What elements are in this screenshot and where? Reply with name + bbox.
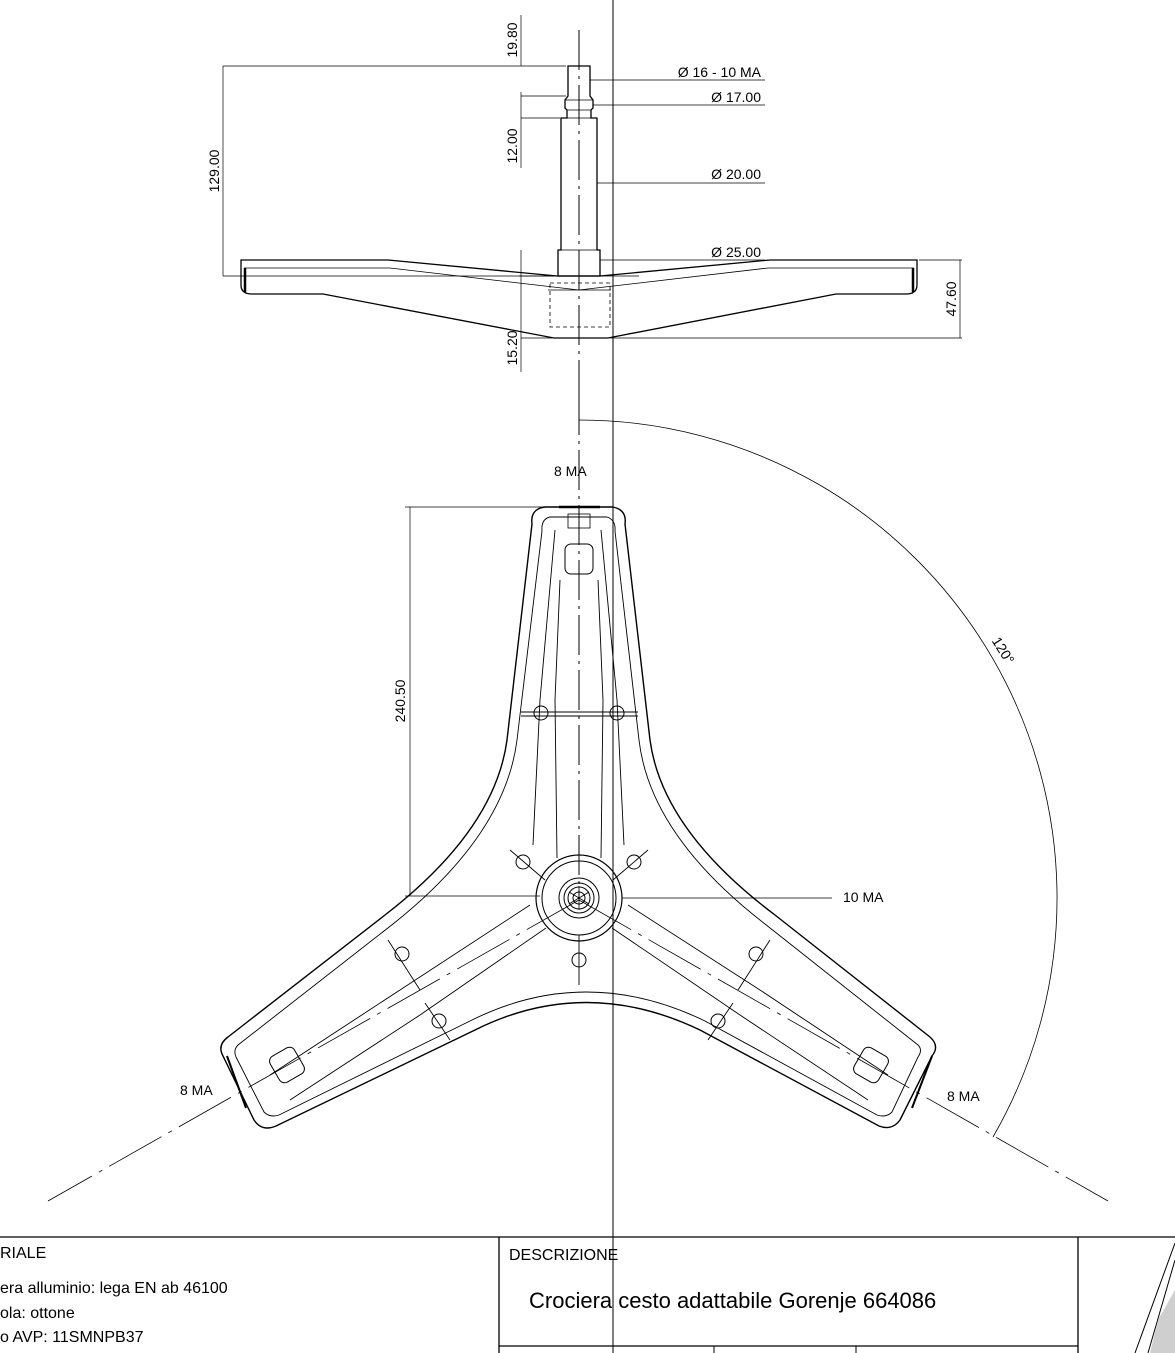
dim-arm-length: 240.50 [392,679,408,722]
side-view [222,15,962,420]
diameter-20-label: Ø 20.00 [711,166,761,182]
diameter-25-label: Ø 25.00 [711,244,761,260]
angle-arc [578,419,1058,1138]
logo-mark [1134,1242,1175,1353]
hidden-insert [549,282,611,328]
description-text: Crociera cesto adattabile Gorenje 664086 [529,1288,936,1313]
dim-hub-depth: 15.20 [504,330,520,365]
thread-right-label: 8 MA [947,1088,980,1104]
dim-top-cap: 19.80 [504,22,520,57]
material-line-2: ola: ottone [0,1305,75,1322]
thread-center-label: 10 MA [843,889,884,905]
dim-overall-height: 129.00 [206,149,222,192]
top-view [47,395,1109,1202]
spider-outline [220,506,937,1129]
thread-left-label: 8 MA [180,1082,213,1098]
diameter-17-label: Ø 17.00 [711,89,761,105]
title-block [0,1236,1175,1353]
arm-profile [240,259,918,339]
diameter-tip-label: Ø 16 - 10 MA [678,64,762,80]
material-header: RIALE [0,1245,46,1262]
description-header: DESCRIZIONE [509,1247,618,1264]
material-line-1: era alluminio: lega EN ab 46100 [0,1280,228,1297]
thread-top-label: 8 MA [554,463,587,479]
dim-arm-height: 47.60 [943,281,959,316]
angle-label: 120° [989,634,1018,667]
material-line-3: o AVP: 11SMNPB37 [0,1329,144,1346]
dim-shaft-step: 12.00 [504,128,520,163]
